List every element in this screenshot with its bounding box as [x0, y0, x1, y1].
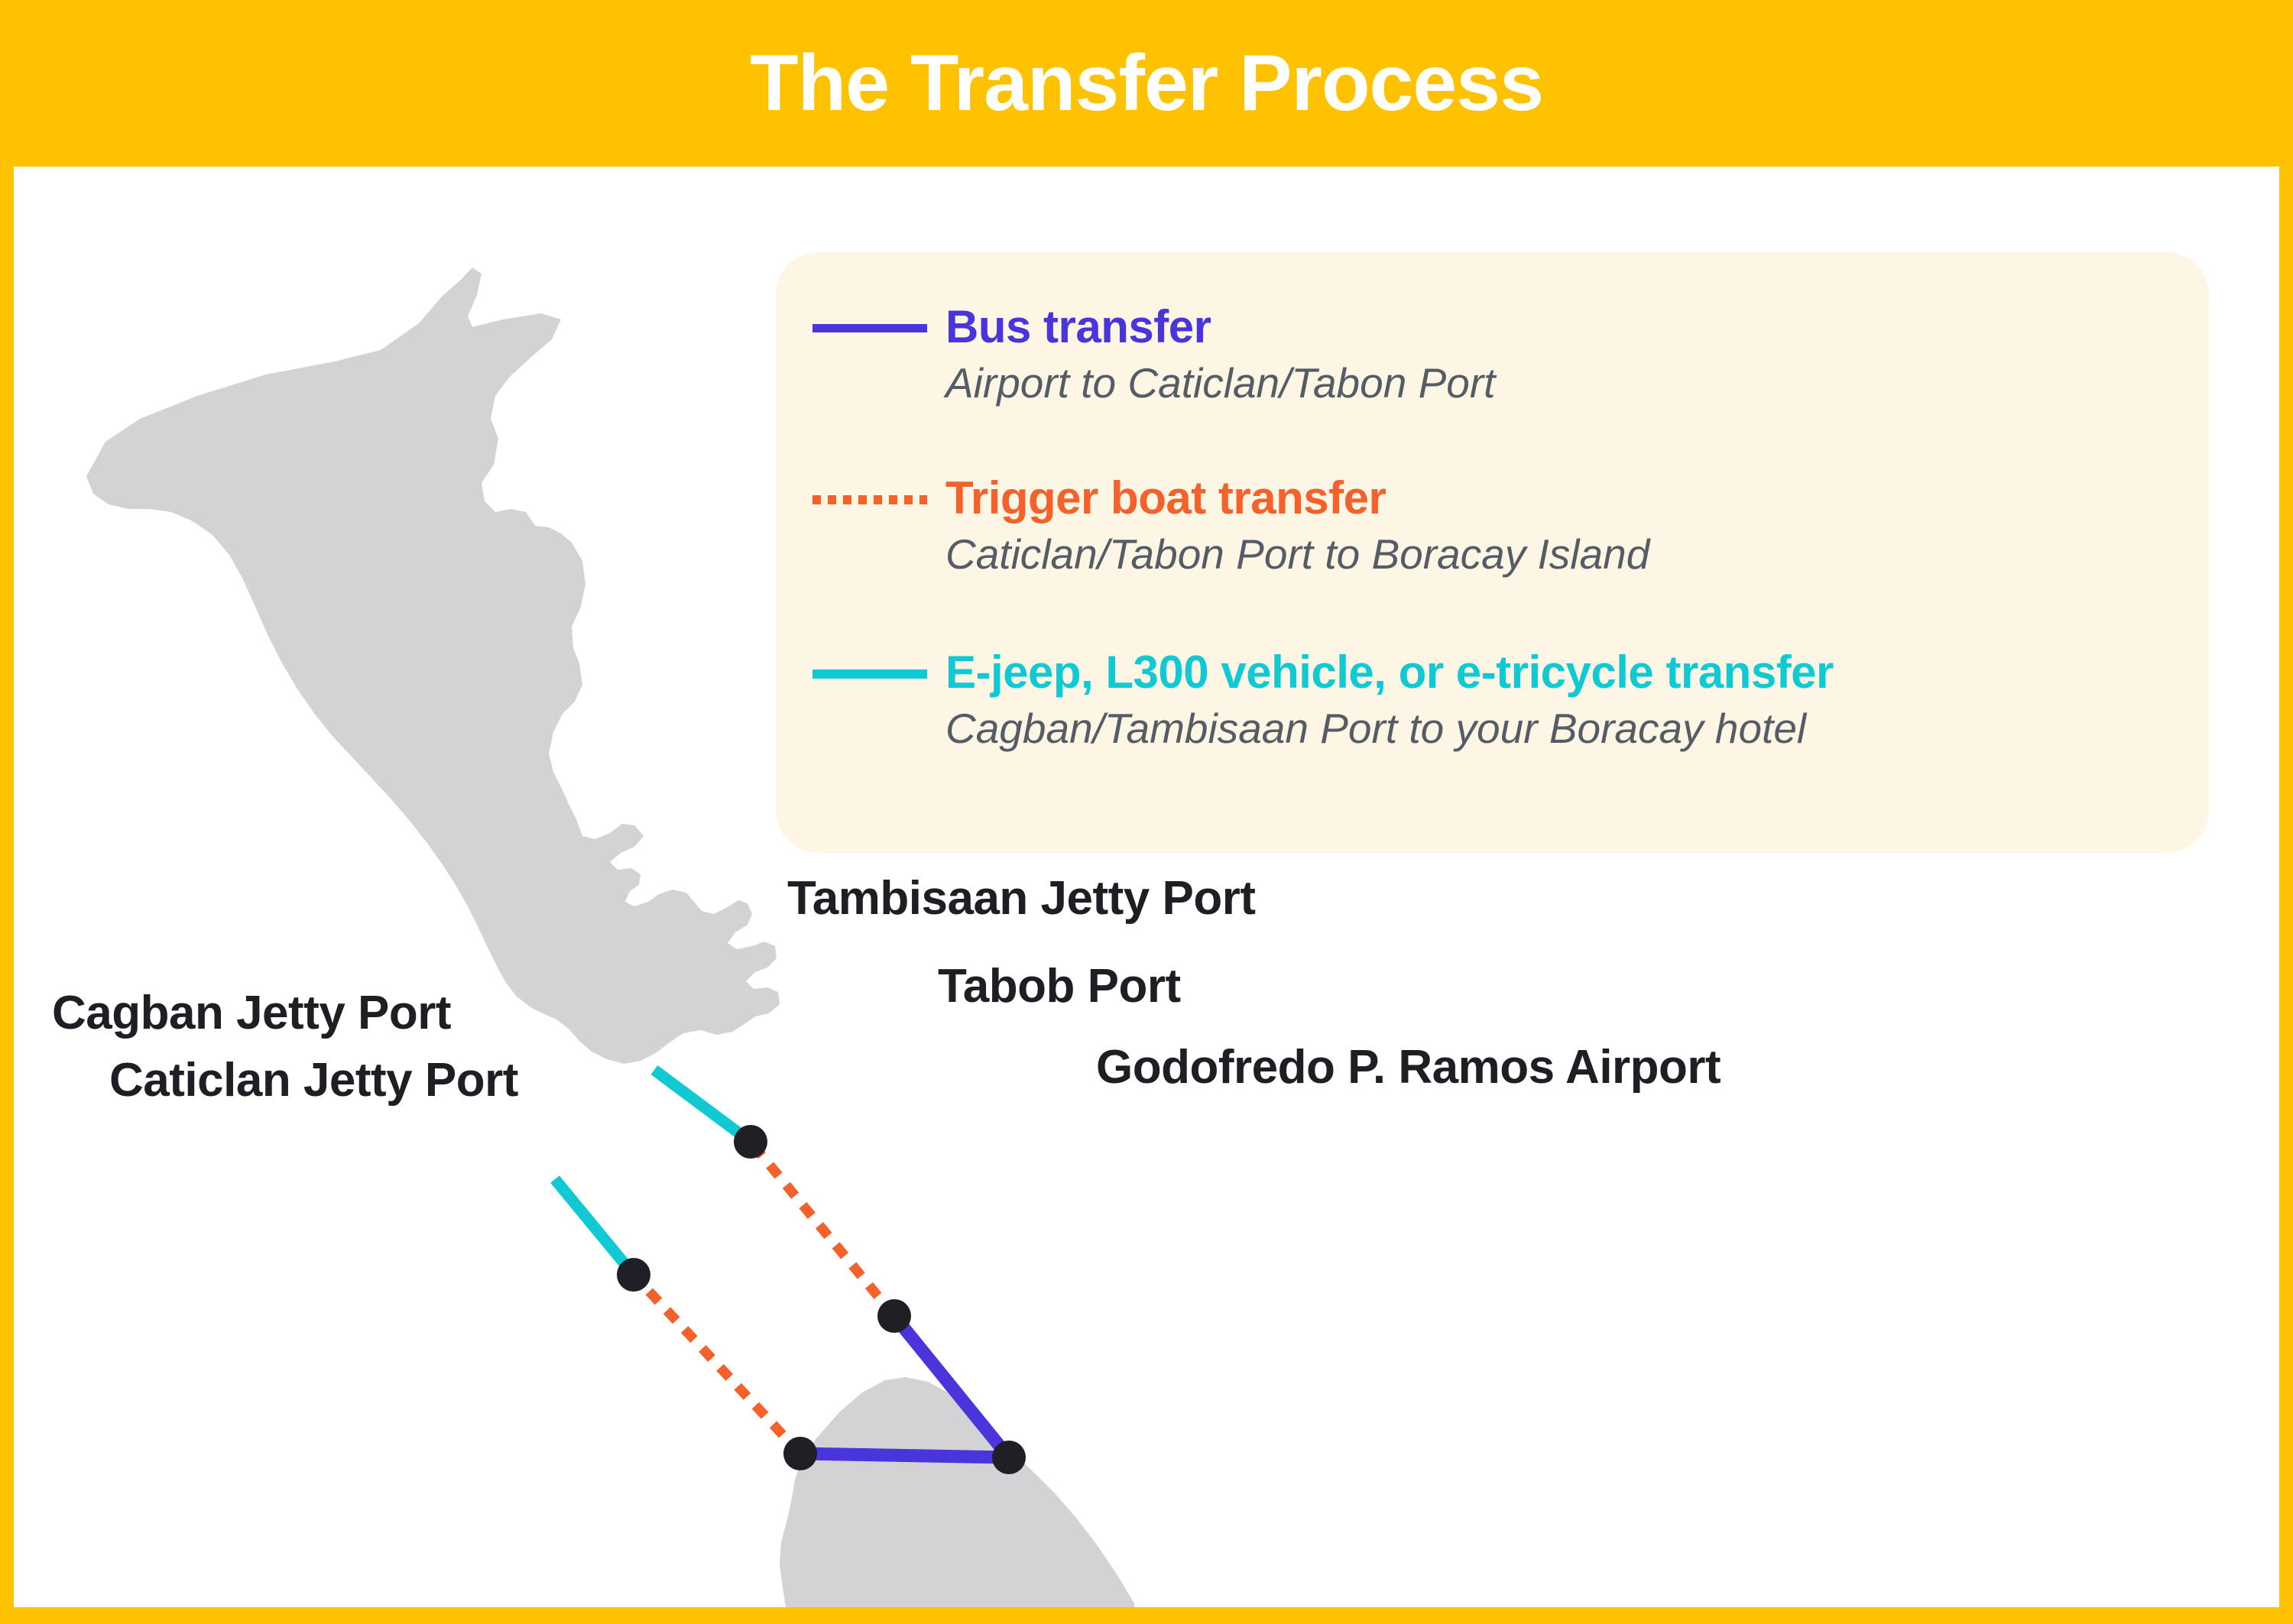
legend-title-boat: Trigger boat transfer [945, 472, 1387, 524]
port-marker-cagban[interactable] [617, 1258, 650, 1292]
map-label-cagban-jetty-port: Cagban Jetty Port [52, 987, 452, 1039]
map-canvas: Tambisaan Jetty Port Tabob Port Cagban J… [14, 167, 2279, 1607]
route-vehicle-cagban-hotel [550, 1175, 638, 1279]
legend-item-boat-transfer: Trigger boat transfer Caticlan/Tabon Por… [806, 472, 1650, 578]
panay-mainland-shape [780, 1377, 1134, 1607]
legend-subtitle-boat: Caticlan/Tabon Port to Boracay Island [945, 530, 1650, 578]
legend-item-vehicle-transfer: E-jeep, L300 vehicle, or e-tricycle tran… [806, 647, 1834, 752]
header-bar: The Transfer Process [0, 0, 2293, 167]
page-title: The Transfer Process [750, 39, 1544, 128]
map-label-godofredo-ramos-airport: Godofredo P. Ramos Airport [1096, 1041, 1721, 1094]
legend-title-vehicle: E-jeep, L300 vehicle, or e-tricycle tran… [945, 647, 1834, 698]
solid-blue-line-swatch [806, 303, 929, 353]
legend-subtitle-bus: Airport to Caticlan/Tabon Port [945, 358, 1496, 407]
legend-text-vehicle: E-jeep, L300 vehicle, or e-tricycle tran… [945, 647, 1834, 752]
route-bus-airport-caticlan [799, 1447, 1010, 1464]
port-marker-tambisaan[interactable] [734, 1125, 767, 1159]
port-marker-caticlan[interactable] [783, 1437, 817, 1470]
boracay-island-shape [86, 267, 780, 1064]
legend-line-icon-vehicle [812, 669, 927, 679]
legend-text-boat: Trigger boat transfer Caticlan/Tabon Por… [945, 472, 1650, 578]
map-label-tabob-port: Tabob Port [938, 960, 1181, 1013]
route-boat-tabob-tambisaan [746, 1138, 899, 1320]
route-vehicle-tambisaan-hotel [650, 1065, 754, 1147]
solid-cyan-line-swatch [806, 648, 929, 699]
route-boat-caticlan-cagban [630, 1271, 804, 1457]
map-label-tambisaan-jetty-port: Tambisaan Jetty Port [787, 872, 1256, 925]
legend-subtitle-vehicle: Cagban/Tambisaan Port to your Boracay ho… [945, 704, 1807, 752]
dotted-orange-line-swatch [806, 474, 929, 524]
map-label-caticlan-jetty-port: Caticlan Jetty Port [109, 1054, 518, 1107]
legend-item-bus-transfer: Bus transfer Airport to Caticlan/Tabon P… [806, 301, 1496, 407]
legend-line-icon-bus [812, 324, 927, 332]
legend-title-bus: Bus transfer [945, 301, 1211, 352]
legend-panel: Bus transfer Airport to Caticlan/Tabon P… [776, 252, 2209, 853]
airport-marker-godofredo[interactable] [992, 1441, 1026, 1474]
legend-line-icon-boat [812, 495, 927, 504]
route-bus-airport-tabob [889, 1311, 1014, 1462]
port-marker-tabob[interactable] [877, 1299, 911, 1333]
legend-text-bus: Bus transfer Airport to Caticlan/Tabon P… [945, 301, 1496, 407]
map-graphic [86, 267, 1134, 1607]
